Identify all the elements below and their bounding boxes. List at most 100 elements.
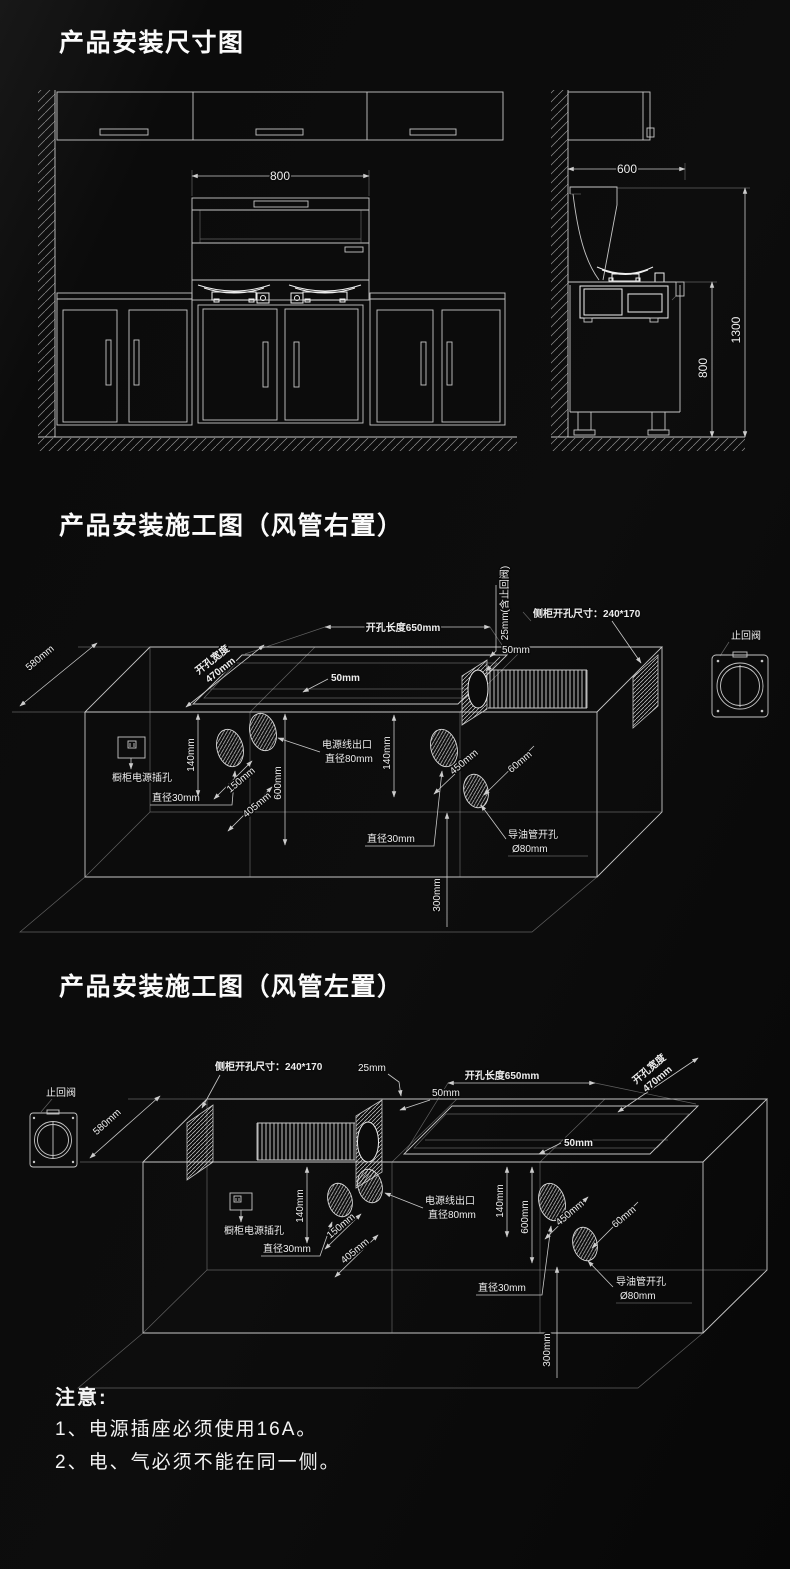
exhaust-duct [461,654,659,729]
wall-hatch-left [38,90,56,437]
dimension-25mm: 25mm(含止回阀) [489,564,513,658]
corrugated-duct [257,1123,355,1160]
power-outlet-label-1: 电源线出口 [425,1194,475,1207]
h140-right-label: 140mm [382,736,393,769]
side-cabinet-opening-callout: 侧柜开孔尺寸：240*170 [522,606,642,664]
dimension-300: 300mm [541,1266,560,1378]
side-cabinet-opening-label: 侧柜开孔尺寸：240*170 [533,607,641,620]
opening-length-label: 开孔长度650mm [465,1069,540,1082]
power-outlet-label-1: 电源线出口 [322,738,372,751]
hole-ellipse [216,728,244,768]
gap-50-inner-label: 50mm [331,673,360,684]
oil-hole-label-2: Ø80mm [620,1291,656,1302]
power-outlet-label-2: 直径80mm [325,752,373,765]
corrugated-duct [488,670,587,708]
construction-drawing-duct-right: 开孔长度650mm 25mm(含止回阀) 侧柜开孔尺寸：240*170 50mm… [12,564,769,933]
d60-label: 60mm [506,749,534,775]
hole-power-left-group [327,1168,383,1218]
note-item: 2、电、气必须不能在同一侧。 [55,1452,341,1473]
power-outlet-callout: 电源线出口 直径80mm [277,737,374,767]
duct-mouth [357,1121,379,1163]
gap-50-callout: 50mm [485,644,531,672]
oil-hole-label-1: 导油管开孔 [508,828,558,841]
dimension-580: 580mm [12,642,150,713]
power-outlet-callout: 电源线出口 直径80mm [384,1193,477,1223]
socket-icon [117,736,146,759]
section3-title: 产品安装施工图（风管左置） [59,973,404,1001]
floor-hatch-front [38,436,517,451]
dimension-600: 600mm [272,713,288,846]
upper-cabinets [56,91,504,141]
front-width-label: 800 [270,169,290,183]
hole-ellipse [463,773,489,809]
dimension-600: 600mm [519,1166,535,1264]
construction-drawing-duct-left: 开孔长度650mm 开孔宽度 470mm 50mm 50mm 25mm 侧柜开孔… [29,1049,769,1389]
dia30-right-label: 直径30mm [478,1281,526,1294]
duct-mouth [467,669,489,709]
check-valve-group: 止回阀 [711,628,769,718]
h140-left-label: 140mm [295,1189,306,1222]
dimension-140-right: 140mm [494,1166,510,1238]
dia30-right-label: 直径30mm [367,832,415,845]
gap-25-label: 25mm(含止回阀) [498,566,511,640]
installation-dimension-drawing: 800 [38,90,750,451]
dimension-opening-length: 开孔长度650mm [405,1068,697,1152]
hole-ellipse [249,712,277,752]
section2-title: 产品安装施工图（风管右置） [59,512,404,540]
dimension-405: 405mm [334,1234,379,1278]
wall-hatch-side [551,90,569,437]
dimension-opening-length: 开孔长度650mm [244,620,509,655]
upper-cabinet-side [567,91,655,141]
exhaust-duct [186,1099,383,1189]
dimension-60: 60mm [483,745,536,796]
oil-pipe-callout: 导油管开孔 Ø80mm [587,1260,692,1304]
side-depth-label: 600 [617,162,637,176]
hole-power-left-group [216,712,277,768]
dimension-1300: 1300 [617,187,750,438]
opening-length-label: 开孔长度650mm [366,621,441,634]
control-knobs [256,292,304,304]
notes-block: 注意: 1、电源插座必须使用16A。 2、电、气必须不能在同一侧。 [55,1381,341,1480]
dia30-right-callout: 直径30mm [365,770,444,847]
socket-label: 橱柜电源插孔 [224,1224,284,1237]
h140-left-label: 140mm [186,738,197,771]
dimension-140-left: 140mm [294,1166,310,1244]
h600-label: 600mm [273,766,284,799]
d150-label: 150mm [225,765,258,795]
dimension-300: 300mm [431,812,450,927]
d405-label: 405mm [339,1236,372,1266]
gap-25-label: 25mm [358,1063,386,1074]
dimension-140-left: 140mm [185,713,201,797]
front-view: 800 [38,90,517,451]
countertop-opening [402,1105,700,1155]
cabinet-isometric-box [77,1098,769,1389]
brand-logo-plate [344,246,364,253]
dia30-left-label: 直径30mm [152,791,200,804]
floor-hatch-side [551,436,745,451]
depth-580-label: 580mm [24,643,57,673]
dimension-60: 60mm [591,1201,640,1249]
h300-label: 300mm [432,878,443,911]
hole-ellipse [357,1168,383,1204]
side-cabinet-opening-hatch [632,654,659,729]
power-outlet-label-2: 直径80mm [428,1208,476,1221]
check-valve-label: 止回阀 [731,629,761,642]
dimension-opening-width: 开孔宽度 470mm [617,1049,699,1113]
check-valve-label: 止回阀 [46,1086,76,1099]
d60-label: 60mm [610,1204,638,1230]
check-valve-icon [29,1109,78,1168]
side-view: 600 [551,90,750,451]
h140-right-label: 140mm [495,1184,506,1217]
cabinet-socket-callout: 橱柜电源插孔 [223,1192,286,1239]
notes-heading: 注意: [55,1387,108,1409]
gap-50-inner-callout: 50mm [302,672,362,693]
dia30-right-callout: 直径30mm [476,1225,553,1296]
under-counter-appliance [579,285,669,323]
section1-title: 产品安装尺寸图 [59,29,245,57]
base-cabinet-side [569,285,681,436]
dimension-600: 600 [567,161,686,180]
dimension-150: 150mm [213,760,259,800]
side-cabinet-opening-callout: 侧柜开孔尺寸：240*170 [201,1059,324,1109]
check-valve-icon [711,651,769,718]
oil-pipe-callout: 导油管开孔 Ø80mm [480,804,588,857]
